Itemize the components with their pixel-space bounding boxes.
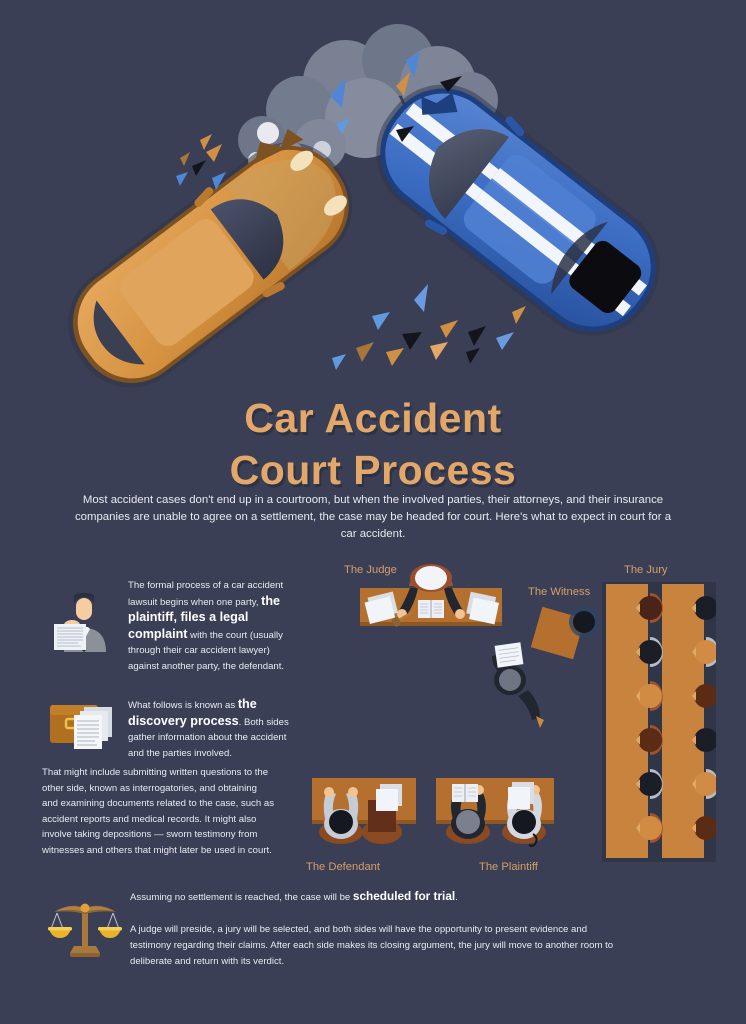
label-jury: The Jury (624, 564, 668, 576)
gavel-icon (391, 611, 413, 627)
blue-car (376, 84, 660, 336)
step-2-text-before: What follows is known as (128, 700, 238, 711)
step-3-paragraph-2: A judge will preside, a jury will be sel… (130, 924, 614, 967)
intro-paragraph: Most accident cases don't end up in a co… (74, 494, 672, 540)
label-defendant: The Defendant (306, 861, 381, 873)
debris (176, 52, 526, 370)
label-judge: The Judge (344, 564, 397, 576)
car-crash-illustration (0, 0, 746, 390)
witness-stand (530, 606, 599, 660)
briefcase-with-documents-icon (48, 697, 126, 753)
plaintiff-table (436, 778, 554, 847)
step-1-highlight: the plaintiff, files a legal complaint (128, 593, 281, 641)
jury-row (636, 593, 663, 843)
lawyer-with-document-icon (48, 580, 120, 652)
defendant-table (312, 778, 416, 844)
jury-row (692, 593, 716, 843)
step-3-text: Assuming no settlement is reached, the c… (130, 888, 670, 906)
step-2-text-after: . Both sides gather information about th… (128, 716, 289, 759)
page-title: Car Accident Court Process (0, 392, 746, 496)
label-plaintiff: The Plaintiff (479, 861, 538, 873)
title-line-2: Court Process (229, 447, 517, 493)
step-1-text-after: with the court (usually through their ca… (128, 629, 285, 672)
scales-of-justice-icon (48, 896, 122, 962)
step-1-text-before: The formal process of a car accident law… (128, 580, 284, 608)
step-3-text-before: Assuming no settlement is reached, the c… (130, 892, 353, 903)
label-witness: The Witness (528, 586, 591, 598)
title-line-1: Car Accident (244, 395, 502, 441)
orange-car (68, 128, 352, 388)
step-3-text-after: . (455, 892, 458, 903)
walking-lawyer (492, 642, 544, 728)
step-2-text: What follows is known as the discovery p… (128, 697, 292, 761)
jury-box (602, 582, 716, 862)
step-2-paragraph-2: That might include submitting written qu… (42, 767, 274, 856)
judge-bench (360, 564, 502, 627)
courtroom-scene (296, 556, 716, 868)
step-1-text: The formal process of a car accident law… (128, 578, 292, 675)
step-2-highlight: the discovery process (128, 697, 257, 728)
step-3-highlight: scheduled for trial (352, 889, 456, 903)
